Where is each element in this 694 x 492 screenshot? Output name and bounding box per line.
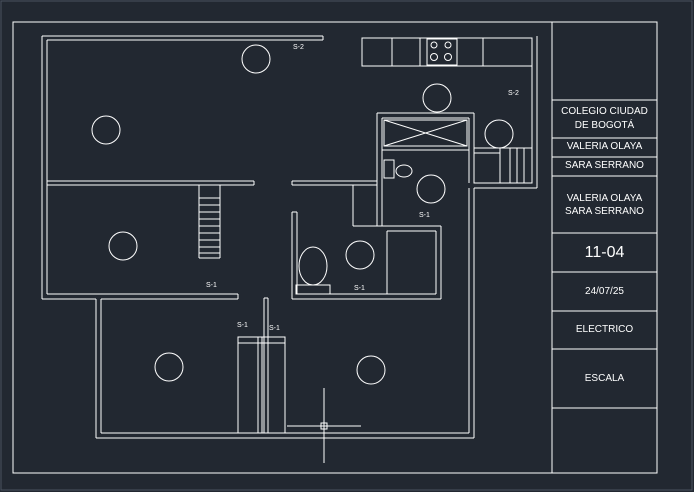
light-fixture — [241, 44, 271, 74]
light-fixture — [422, 83, 452, 113]
switch-label-s1-living: S-1 — [206, 282, 217, 289]
author-1: VALERIA OLAYA — [566, 141, 643, 152]
staircase — [198, 185, 221, 259]
drawing-subject: ELECTRICO — [575, 324, 634, 335]
shower — [382, 119, 469, 151]
drawing-date: 24/07/25 — [585, 286, 624, 297]
kitchen-counter — [361, 37, 533, 67]
light-fixture — [345, 240, 375, 270]
switch-label-s1-bath-lower: S-1 — [354, 285, 365, 292]
school-name-line-2: DE BOGOTÁ — [574, 120, 635, 131]
light-fixture — [484, 119, 514, 149]
sheet-border — [12, 21, 658, 474]
scale-label: ESCALA — [584, 373, 625, 384]
school-name-line-1: COLEGIO CIUDAD — [561, 106, 648, 117]
stove-burners — [430, 41, 452, 61]
crosshair-icon — [287, 388, 361, 463]
switch-label-s1-hall-b: S-1 — [269, 325, 280, 332]
light-fixture — [416, 174, 446, 204]
light-fixture — [91, 115, 121, 145]
ceiling-lights — [91, 44, 514, 385]
drawn-by: VALERIA OLAYA SARA SERRANO — [552, 192, 657, 218]
toilet-lower — [295, 246, 331, 295]
drawn-by-line-2: SARA SERRANO — [565, 206, 644, 217]
switch-label-s2-kitchen: S-2 — [508, 90, 519, 97]
toilet-upper — [383, 159, 413, 179]
drawing-code: 11-04 — [584, 244, 625, 261]
author-2: SARA SERRANO — [565, 160, 644, 171]
school-name: COLEGIO CIUDAD DE BOGOTÁ — [552, 105, 657, 133]
kitchen-cabinet — [473, 147, 533, 184]
switch-label-s1-bath: S-1 — [419, 212, 430, 219]
light-fixture — [154, 352, 184, 382]
drawn-by-line-1: VALERIA OLAYA — [566, 193, 643, 204]
exterior-walls — [41, 35, 538, 439]
switch-label-s1-hall-a: S-1 — [237, 322, 248, 329]
closet — [237, 336, 286, 434]
interior-walls — [47, 112, 475, 433]
light-fixture — [356, 355, 386, 385]
switch-label-s2-top: S-2 — [293, 44, 304, 51]
light-fixture — [108, 231, 138, 261]
title-block-grid — [552, 99, 657, 409]
